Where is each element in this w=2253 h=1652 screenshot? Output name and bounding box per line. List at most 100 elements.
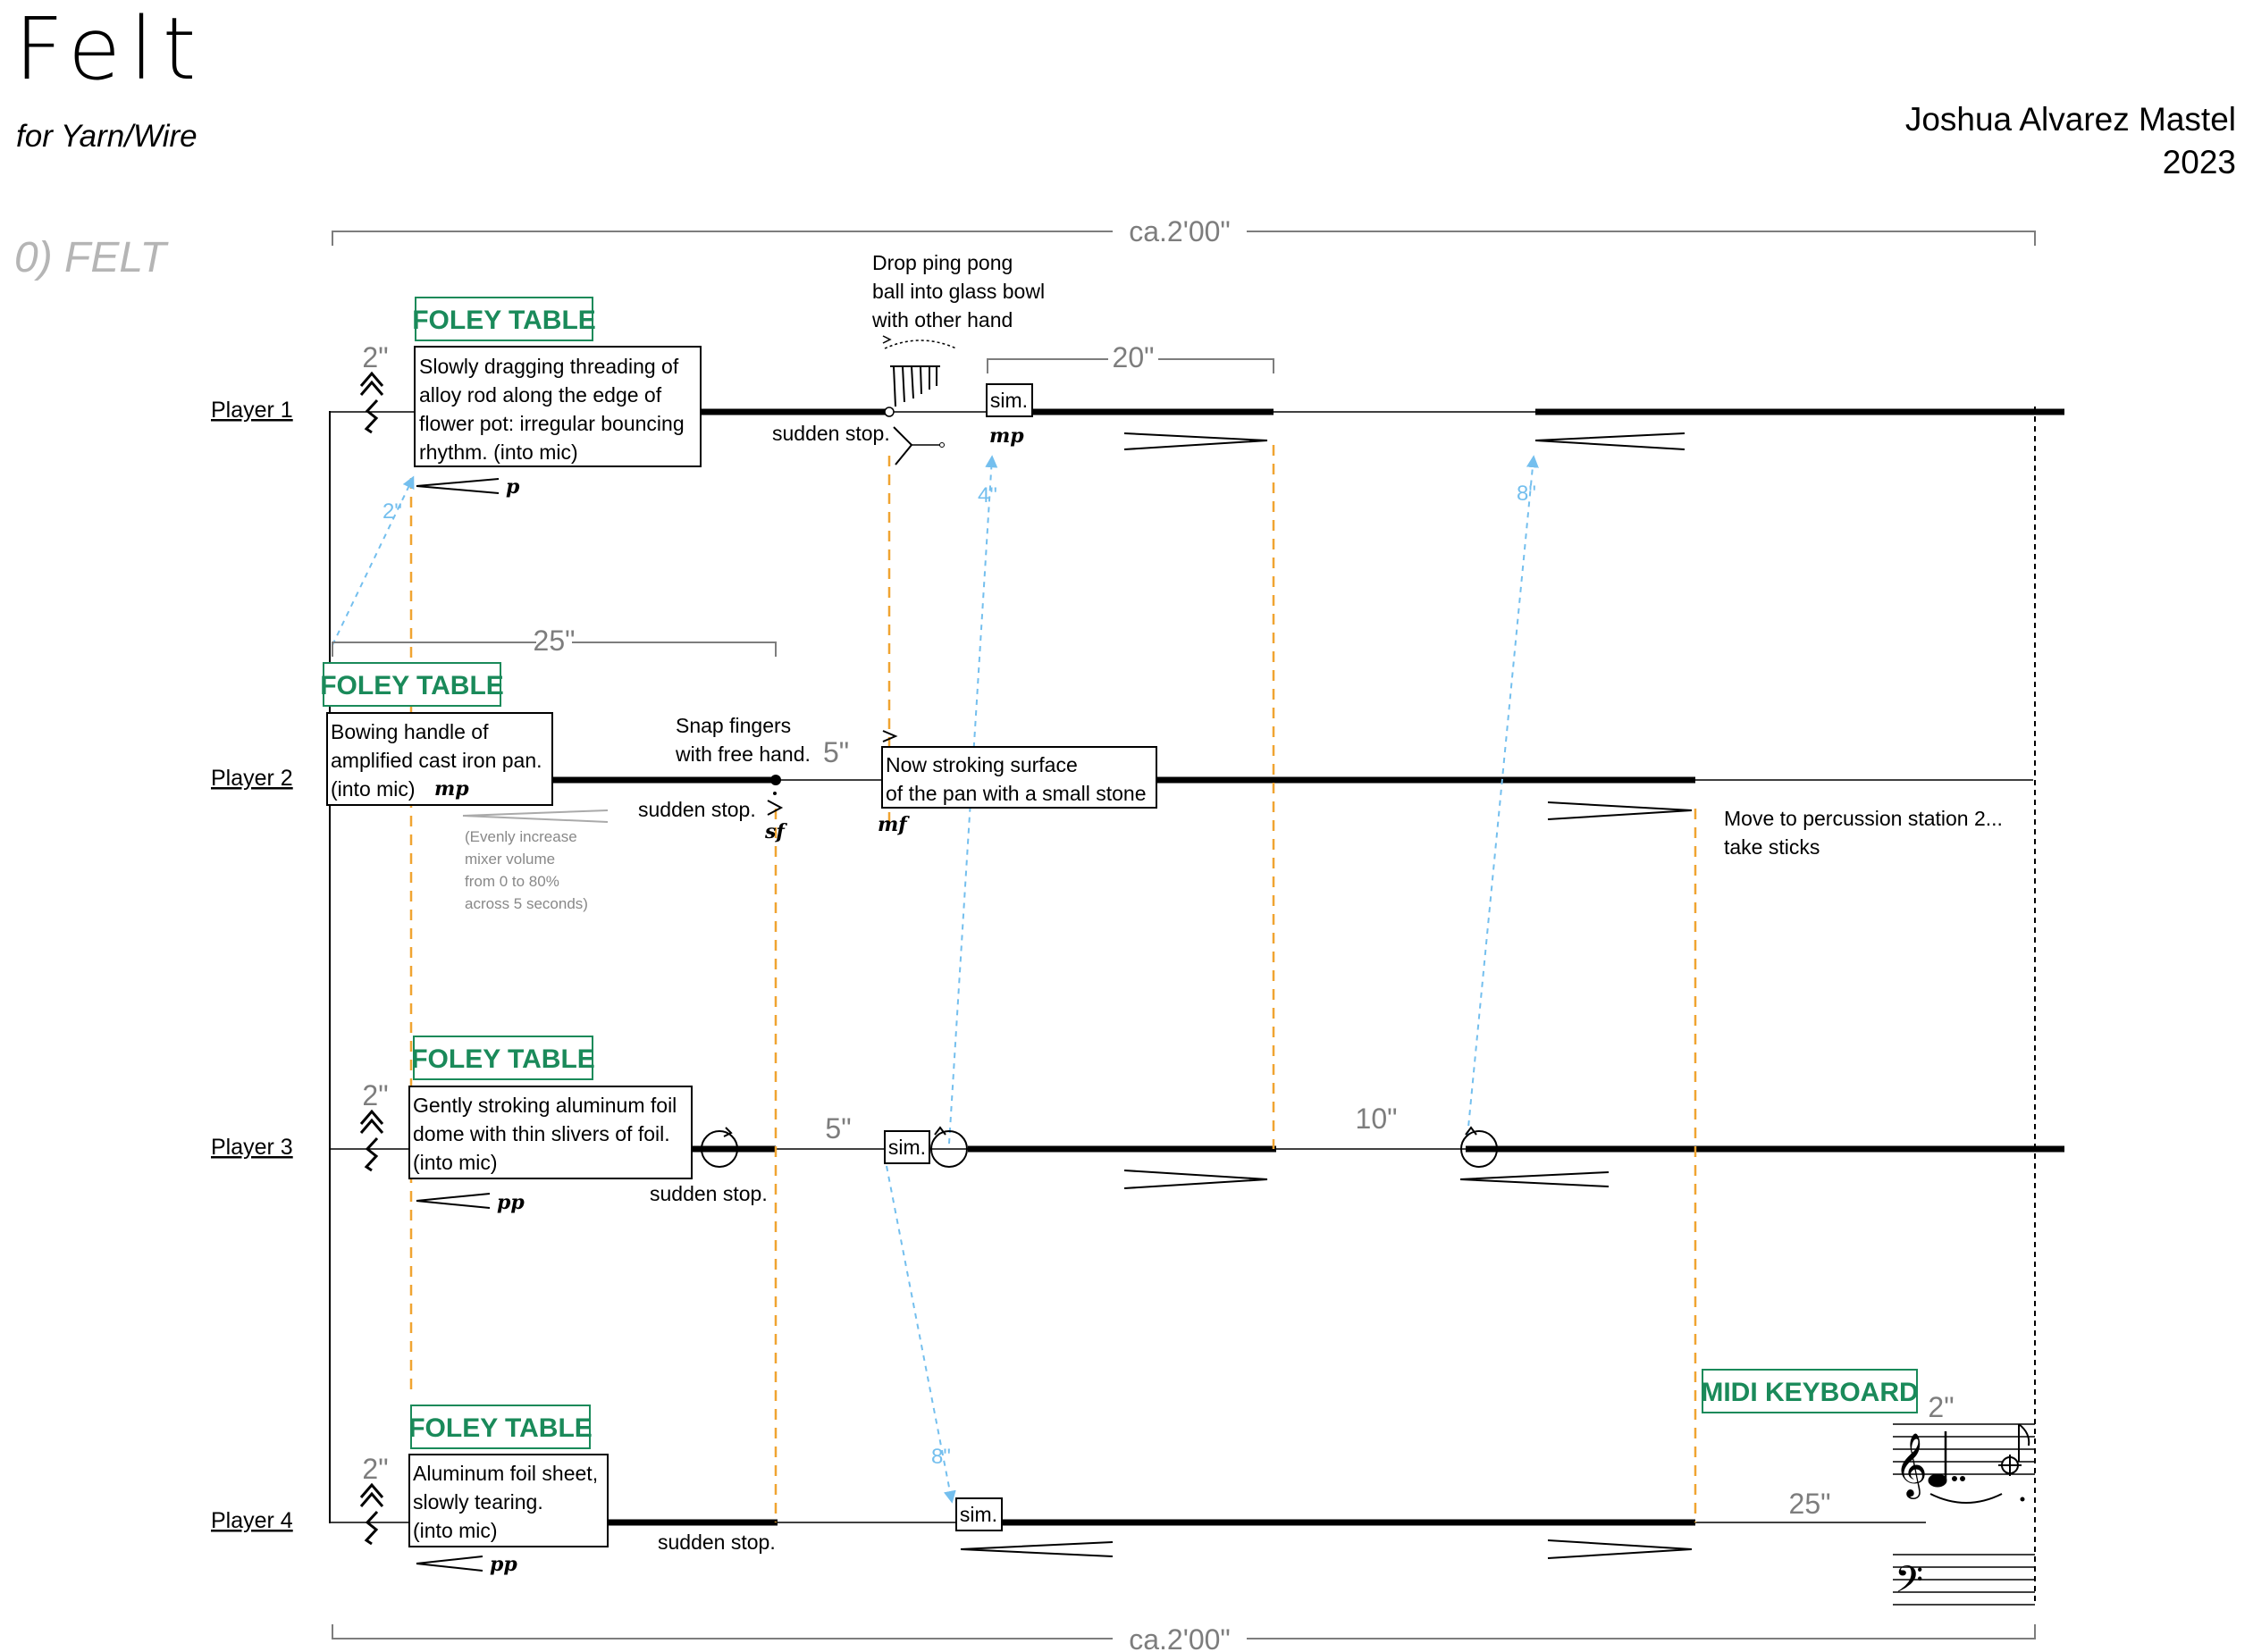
midi-duration: 2" [1928, 1391, 1954, 1423]
player-1-name: Player 1 [211, 398, 293, 423]
p1-decay-end [939, 442, 945, 448]
p2-snap-line-1: Snap fingers [676, 714, 791, 737]
cue-label-2: 4" [978, 483, 997, 507]
p2-snap-line-2: with free hand. [675, 742, 811, 766]
p3-instruction-box [408, 1086, 693, 1179]
p2-stroke-accent [882, 730, 898, 742]
p1-span-bracket-left [987, 358, 1108, 373]
p4-instruction-line-1: Aluminum foil sheet, [413, 1462, 598, 1485]
p1-diminuendo [1123, 432, 1268, 450]
p4-stop-label: sudden stop. [658, 1530, 776, 1554]
p2-instruction-line-3: (into mic) [331, 777, 416, 801]
total-duration-top [332, 231, 2036, 246]
p2-mixer-crescendo [462, 809, 609, 823]
p2-instruction-line-2: amplified cast iron pan. [331, 749, 542, 772]
p2-mixer-line-4: across 5 seconds) [465, 895, 588, 912]
p2-snap-duration: 5" [823, 736, 849, 768]
p1-instruction-box [414, 346, 702, 467]
p3-station-label: FOLEY TABLE [411, 1044, 595, 1074]
player-3-name: Player 3 [211, 1135, 293, 1160]
p1-rest-duration: 2" [362, 341, 388, 373]
p3-sim-label: sim. [888, 1136, 926, 1159]
p1-stop-label: sudden stop. [772, 422, 890, 445]
p1-instruction-line-2: alloy rod along the edge of [419, 383, 662, 407]
composition-year: 2023 [2163, 144, 2236, 180]
p2-stop-dot [770, 775, 781, 785]
p2-span-bracket-right [572, 642, 777, 657]
p2-instruction-box [326, 712, 553, 806]
p1-instruction-line-1: Slowly dragging threading of [419, 355, 679, 378]
p3-station-box [413, 1036, 593, 1080]
total-duration-bottom [332, 1624, 2036, 1639]
p1-instruction-line-4: rhythm. (into mic) [419, 440, 578, 464]
p1-sim-label: sim. [990, 389, 1028, 412]
ping-pong-bounce-icon [882, 335, 957, 417]
composer-name: Joshua Alvarez Mastel [1905, 101, 2236, 138]
p4-crescendo [416, 1556, 483, 1572]
p1-accent-diminuendo [893, 426, 913, 465]
p1-instruction-line-3: flower pot: irregular bouncing [419, 412, 685, 435]
p1-span-bracket-right [1158, 358, 1274, 373]
fermata-rest-icon [359, 1482, 384, 1546]
player-2-name: Player 2 [211, 766, 293, 791]
p2-dynamic-stop: sf [764, 820, 787, 843]
player-2-events: 25" FOLEY TABLE Bowing handle of amplifi… [320, 625, 2003, 912]
midi-station-label: MIDI KEYBOARD [1701, 1378, 1918, 1407]
p3-gap-duration: 5" [825, 1112, 851, 1145]
p1-drop-line-2: ball into glass bowl [872, 280, 1045, 303]
p3-instruction-line-2: dome with thin slivers of foil. [413, 1122, 670, 1145]
p3-diminuendo [1123, 1170, 1268, 1189]
sync-cue-lines [409, 445, 1697, 1522]
p1-crescendo-end [1534, 432, 1686, 450]
p4-rest-duration: 2" [362, 1453, 388, 1485]
sound-lines [551, 408, 2064, 1526]
p4-diminuendo [1547, 1539, 1693, 1559]
p4-station-label: FOLEY TABLE [408, 1413, 593, 1443]
p1-drop-line-1: Drop ping pong [872, 251, 1013, 274]
p2-mixer-line-1: (Evenly increase [465, 828, 577, 845]
p2-stop-label: sudden stop. [638, 798, 756, 821]
piece-subtitle: for Yarn/Wire [16, 119, 198, 154]
p2-stroke-line-2: of the pan with a small stone [886, 782, 1147, 805]
p2-dynamic-start: mp [434, 777, 469, 801]
bass-clef-icon: 𝄢 [1895, 1558, 1923, 1610]
p3-crescendo [416, 1193, 491, 1209]
p3-stop-label: sudden stop. [650, 1182, 768, 1205]
p2-accent [767, 800, 784, 816]
p2-diminuendo [1547, 801, 1693, 820]
fermata-rest-icon [359, 371, 384, 434]
circular-stroke-icon [930, 1126, 968, 1168]
p3-crescendo-end [1459, 1171, 1610, 1187]
p2-station-label: FOLEY TABLE [320, 671, 504, 700]
piece-title: Felt [14, 0, 205, 99]
p2-mixer-line-3: from 0 to 80% [465, 873, 559, 890]
total-duration-top-label: ca.2'00" [1129, 215, 1231, 247]
p4-station-box [410, 1405, 591, 1449]
circular-stroke-icon [1460, 1126, 1498, 1168]
p2-span-label: 25" [534, 625, 576, 657]
p3-rest-duration: 2" [362, 1079, 388, 1111]
p2-station-box [323, 662, 501, 707]
p3-instruction-line-1: Gently stroking aluminum foil [413, 1094, 677, 1117]
p4-instruction-box [408, 1454, 609, 1547]
p3-dynamic-start: pp [497, 1191, 525, 1214]
midi-notes [1928, 1423, 2030, 1504]
p2-dynamic-stroke: mf [878, 813, 910, 836]
cue-label-4: 8" [931, 1445, 951, 1469]
p1-station-label: FOLEY TABLE [412, 306, 596, 335]
p2-stroke-box [881, 746, 1157, 809]
p3-sim-box [884, 1130, 930, 1164]
p2-span-bracket-left [332, 642, 536, 657]
p1-dynamic-start: p [506, 475, 520, 499]
player-3-events: 2" FOLEY TABLE Gently stroking aluminum … [359, 1036, 1610, 1214]
p2-instruction-line-1: Bowing handle of [331, 720, 489, 743]
cue-label-1: 2" [383, 499, 402, 524]
cue-arrows [332, 455, 1539, 1504]
player-4-events: 2" FOLEY TABLE Aluminum foil sheet, slow… [359, 1369, 2035, 1610]
treble-clef-icon: 𝄞 [1895, 1431, 1928, 1499]
p4-dynamic-start: pp [490, 1553, 517, 1576]
p4-instruction-line-3: (into mic) [413, 1519, 498, 1542]
p3-instruction-line-3: (into mic) [413, 1151, 498, 1174]
p4-sim-box [955, 1497, 1003, 1531]
